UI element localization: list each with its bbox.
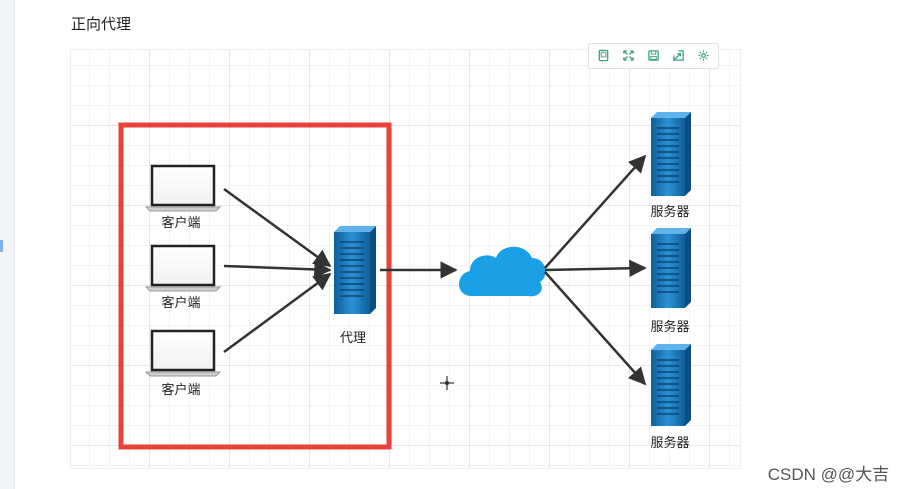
proxy-label: 代理 [340, 330, 366, 345]
arrow-client3-proxy [223, 272, 332, 354]
settings-icon [698, 49, 709, 61]
save-button[interactable] [642, 45, 665, 65]
client-label-1: 客户端 [161, 215, 200, 230]
server-3[interactable] [651, 344, 691, 426]
page-title: 正向代理 [71, 16, 132, 33]
settings-button[interactable] [692, 45, 715, 65]
server-label-1: 服务器 [650, 204, 689, 219]
fit-icon [623, 49, 634, 61]
arrow-client2-proxy [223, 260, 332, 279]
page-icon [598, 49, 609, 61]
proxy-server[interactable] [334, 226, 376, 314]
client-label-2: 客户端 [161, 295, 200, 310]
server-label-3: 服务器 [650, 435, 689, 450]
csdn-watermark: CSDN @@大吉 [744, 455, 913, 489]
client-label-3: 客户端 [161, 382, 200, 397]
arrow-cloud-server1 [544, 154, 647, 269]
export-button[interactable] [667, 45, 690, 65]
left-rail [0, 0, 15, 489]
rail-marker [0, 240, 3, 252]
internet-cloud[interactable] [458, 246, 546, 297]
move-cursor-icon [440, 376, 454, 390]
client-laptop-2[interactable] [144, 244, 222, 292]
client-group-highlight [118, 122, 392, 450]
diagram-toolbar [588, 43, 719, 69]
fit-screen-button[interactable] [617, 45, 640, 65]
arrow-client1-proxy [223, 187, 332, 268]
server-2[interactable] [651, 228, 691, 308]
client-laptop-1[interactable] [144, 164, 222, 212]
page-view-button[interactable] [592, 45, 615, 65]
server-label-2: 服务器 [650, 319, 689, 334]
save-icon [648, 49, 659, 61]
export-icon [673, 49, 684, 61]
arrow-cloud-server2 [544, 259, 647, 278]
client-laptop-3[interactable] [144, 329, 222, 377]
arrow-cloud-server3 [544, 271, 647, 386]
server-1[interactable] [651, 112, 691, 196]
